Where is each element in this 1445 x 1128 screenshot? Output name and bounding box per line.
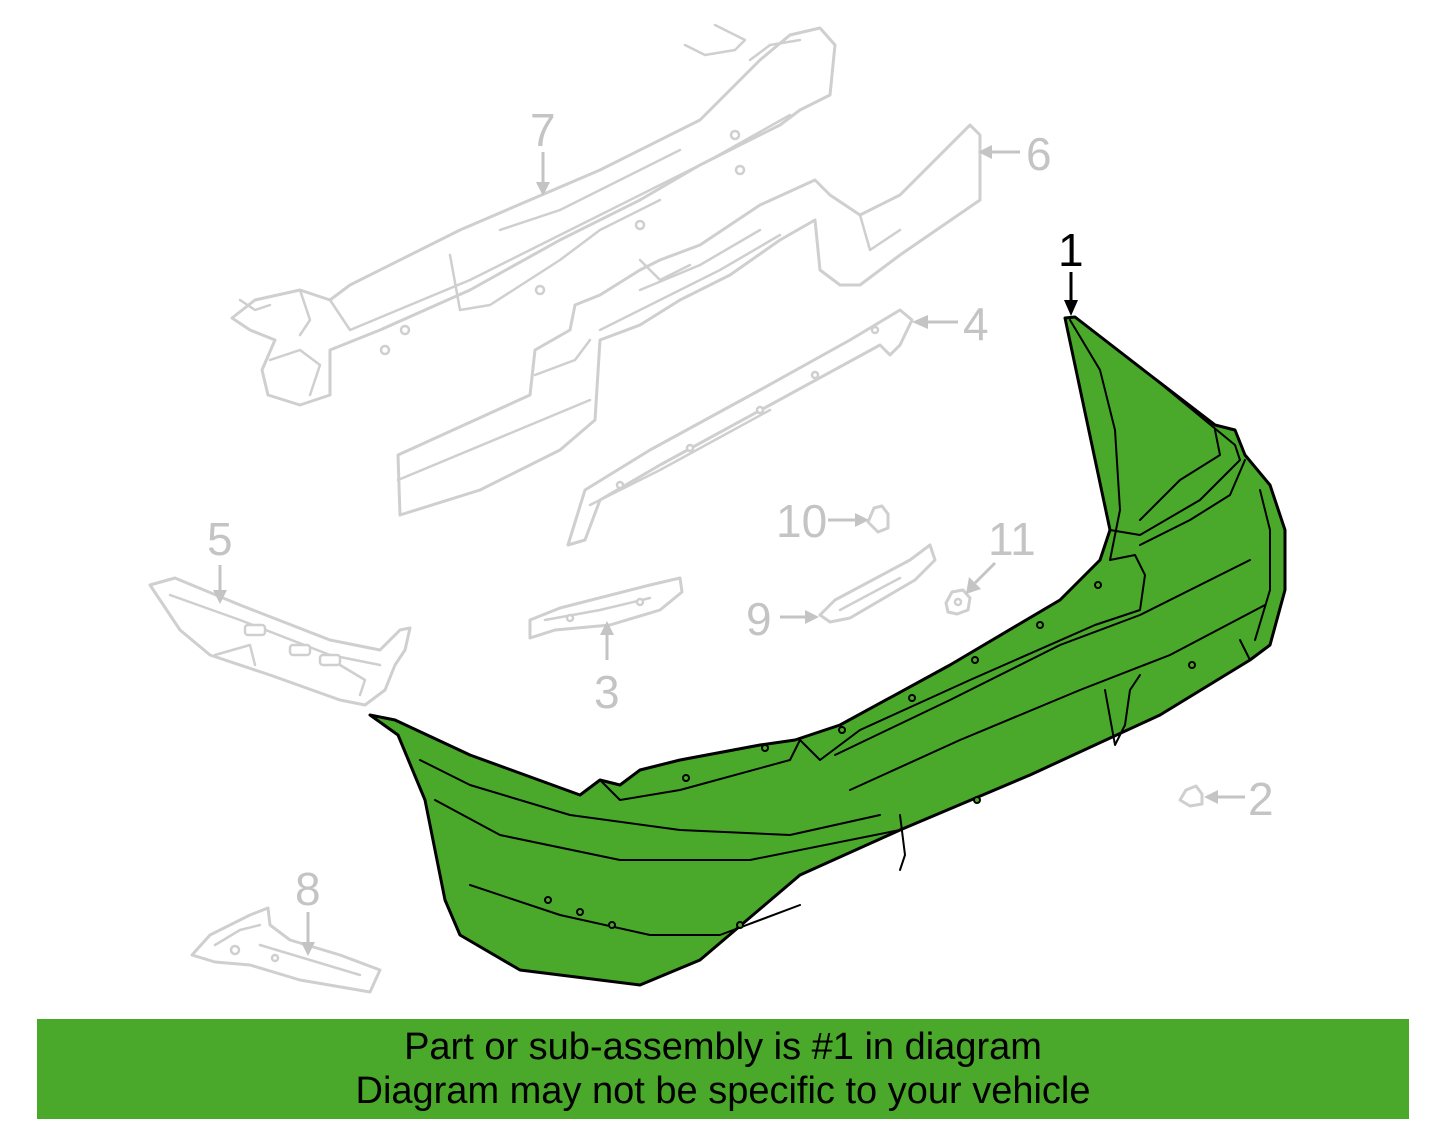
callout-1: 1 [1058, 224, 1084, 276]
callout-3: 3 [594, 666, 620, 718]
callout-9: 9 [746, 593, 772, 645]
callout-2: 2 [1248, 773, 1274, 825]
callout-7: 7 [530, 104, 556, 156]
part-11-nut[interactable] [944, 588, 972, 616]
parts-diagram: 7 6 1 4 10 11 5 9 3 2 8 [148, 23, 1287, 994]
callout-6: 6 [1026, 128, 1052, 180]
callout-8: 8 [295, 863, 321, 915]
callout-4: 4 [963, 298, 989, 350]
part-7-reinforcement-beam[interactable] [230, 23, 837, 407]
part-2-retainer[interactable] [1178, 784, 1204, 808]
banner-line-part-info: Part or sub-assembly is #1 in diagram [404, 1026, 1042, 1068]
part-10-clip[interactable] [866, 504, 890, 534]
callout-11: 11 [988, 513, 1036, 565]
callout-arrows [213, 145, 1245, 956]
part-5-side-bracket[interactable] [148, 576, 412, 707]
part-9-bracket-strip[interactable] [818, 543, 937, 624]
info-banner: Part or sub-assembly is #1 in diagram Di… [37, 1019, 1409, 1119]
banner-line-disclaimer: Diagram may not be specific to your vehi… [355, 1070, 1091, 1112]
part-4-guide-rail[interactable] [566, 308, 914, 547]
callout-5: 5 [207, 513, 233, 565]
part-1-bumper-cover[interactable] [368, 315, 1287, 987]
part-6-energy-absorber[interactable] [396, 123, 982, 517]
part-8-lower-bracket[interactable] [190, 906, 382, 994]
part-3-small-bracket[interactable] [528, 576, 684, 640]
callout-10: 10 [776, 495, 827, 547]
